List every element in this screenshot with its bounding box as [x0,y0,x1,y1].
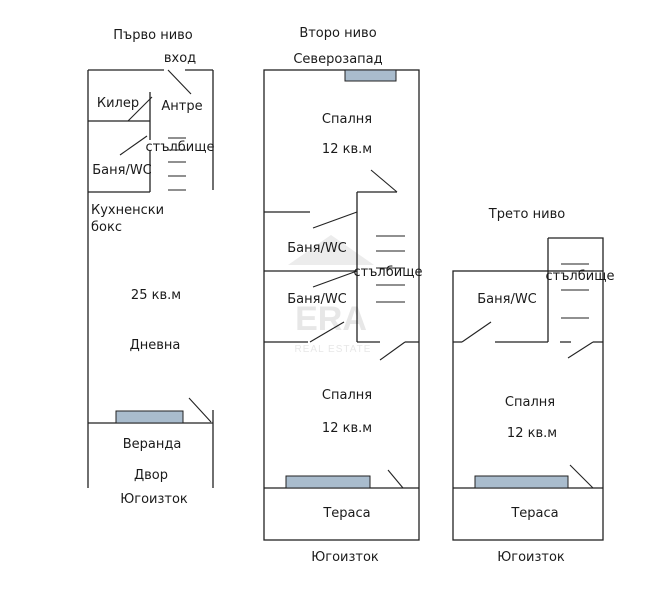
floor-3-bedroom-label: Спалня [505,395,555,410]
floor-2-title: Второ ниво [299,26,376,41]
floor-3-title: Трето ниво [488,207,565,222]
floor-3-plan: Трето ниво стълбище Баня/WC Спалня 12 кв… [452,207,615,565]
floor-3-terrace-label: Тераса [510,506,558,521]
floor-1-entrance-door [167,69,192,95]
floor-2-bedroom-2-door [379,341,406,361]
watermark-tagline: REAL ESTATE [295,344,372,355]
floor-2-hall-door [309,321,345,343]
floor-1-veranda-label: Веранда [123,437,182,452]
floor-3-stairs [561,263,589,319]
floor-2-plan: Второ ниво Северозапад Спалня 12 кв.м Ба… [263,26,423,565]
floor-1-bath-door [119,135,148,156]
floor-1-living-label: Дневна [130,338,181,353]
floor-2-stairs [376,235,405,303]
floor-2-bedroom-1-door [370,169,398,193]
floor-1-yard-label: Двор [134,468,168,483]
floor-2-bath-walls [264,211,358,343]
floor-3-stairs-label: стълбище [546,269,615,284]
floor-1-kitchen-label-line2: бокс [91,220,122,235]
watermark-logo: ERA [295,300,367,338]
floor-2-bath-2-door [312,270,358,288]
floor-1-kitchen-label-line1: Кухненски [91,203,164,218]
floor-2-stairs-label: стълбище [354,265,423,280]
floor-1-pantry-door [127,96,153,122]
floor-3-bath-door [461,321,492,343]
floor-1-title: Първо ниво [113,28,193,43]
floor-2-outer-walls [263,69,420,541]
floor-1-partitions [88,92,151,193]
floor-2-terrace-label: Тераса [322,506,370,521]
floor-1-walls [87,69,214,488]
floor-2-bedroom-1-label: Спалня [322,112,372,127]
floor-2-bedroom-1-area: 12 кв.м [322,142,372,157]
floor-1-pantry-label: Килер [97,96,139,111]
floor-2-bath-1-door [312,211,358,229]
floor-3-bedroom-area: 12 кв.м [507,426,557,441]
floor-2-orientation-label: Югоизток [311,550,379,565]
floor-2-bath-1-label: Баня/WC [287,241,347,256]
floor-2-bedroom-1-wall [356,191,397,212]
floor-2-northwest-label: Северозапад [293,52,382,67]
floor-2-terrace-door [387,469,404,489]
floor-3-outer-walls [452,270,604,541]
floor-1-stairs [168,137,186,191]
floor-1-bath-label: Баня/WC [92,163,152,178]
floor-3-terrace-window [474,475,569,489]
floor-1-window [115,410,184,424]
floor-2-bedroom-2-area: 12 кв.м [322,421,372,436]
floor-2-bedroom-2-label: Спалня [322,388,372,403]
floor-3-terrace-door [569,464,594,489]
watermark-roof-shape [288,235,374,265]
floor-2-terrace-window [285,475,371,489]
floor-3-bath-label: Баня/WC [477,292,537,307]
floor-1-stairs-label: стълбище [146,140,215,155]
floor-1-area-label: 25 кв.м [131,288,181,303]
floor-2-top-window [344,69,397,82]
floor-3-orientation-label: Югоизток [497,550,565,565]
floor-1-hall-label: Антре [161,99,202,114]
floor-3-bedroom-door [567,341,594,359]
floor-1-veranda-door [188,397,212,423]
floor-1-orientation-label: Югоизток [120,492,188,507]
era-watermark: ERA REAL ESTATE [288,235,374,355]
floor-1-plan: Първо ниво вход Килер Антре стълбище Бан… [87,28,215,507]
floor-1-entrance-label: вход [164,51,196,66]
floor-3-stair-walls [547,237,604,342]
floor-2-bath-2-label: Баня/WC [287,292,347,307]
